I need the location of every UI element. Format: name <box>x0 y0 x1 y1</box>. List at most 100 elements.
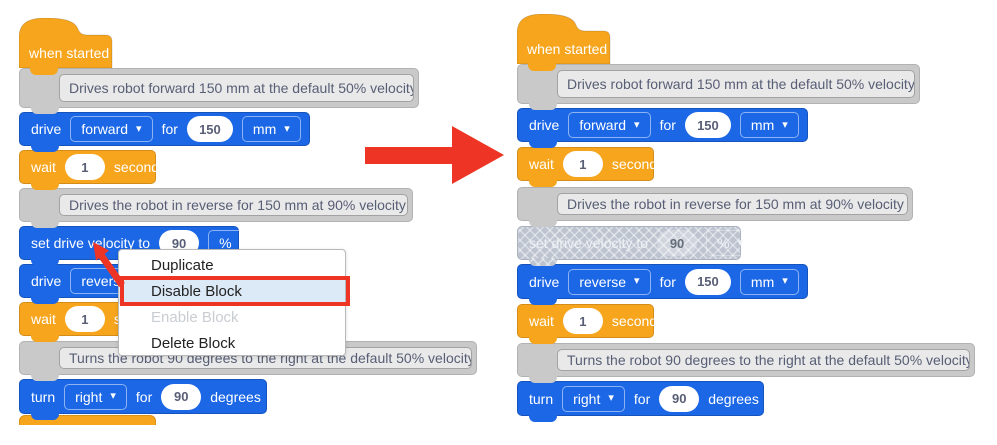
direction-dropdown[interactable]: right ▾ <box>562 385 625 412</box>
comment[interactable]: Drives robot forward 150 mm at the defau… <box>517 64 920 110</box>
when-started-hat-block[interactable]: when started <box>19 18 113 75</box>
direction-dropdown[interactable]: reverse ▾ <box>568 268 651 295</box>
comment[interactable]: Drives robot forward 150 mm at the defau… <box>19 68 419 114</box>
block-label: for <box>135 388 153 405</box>
block-label: drive <box>529 117 560 133</box>
block-label: wait <box>31 159 56 175</box>
direction-dropdown[interactable]: forward ▾ <box>568 112 651 138</box>
turn-block[interactable]: turn right ▾ for 90 degrees ▶ <box>517 381 781 422</box>
wait-block[interactable]: wait 1 seconds <box>19 150 166 190</box>
velocity-input[interactable]: 90 <box>657 230 698 256</box>
block-label: seconds <box>113 159 167 175</box>
direction-dropdown[interactable]: forward ▾ <box>70 116 153 142</box>
block-bump <box>529 179 557 187</box>
seconds-input[interactable]: 1 <box>562 308 603 334</box>
comment[interactable]: Drives the robot in reverse for 150 mm a… <box>19 188 413 228</box>
drive-forward-block[interactable]: drive forward ▾ for 150 mm ▾ ▶ <box>517 108 821 148</box>
set-velocity-block[interactable]: set drive velocity to 90 % ▾ <box>19 226 257 266</box>
block-label: set drive velocity to <box>529 235 649 251</box>
distance-input[interactable]: 150 <box>684 268 731 295</box>
seconds-input[interactable]: 1 <box>562 151 603 177</box>
partial-next-block <box>19 415 156 425</box>
comment-text: Drives the robot in reverse for 150 mm a… <box>557 193 908 215</box>
block-bump <box>529 414 557 422</box>
seconds-input[interactable]: 1 <box>64 154 105 180</box>
hat-label: when started <box>527 41 608 57</box>
dropdown-value: mm <box>750 117 775 133</box>
direction-dropdown[interactable]: right ▾ <box>64 383 127 410</box>
block-label: turn <box>31 388 56 405</box>
caret-down-icon: ▾ <box>634 275 640 287</box>
dropdown-value: forward <box>81 121 129 137</box>
unit-dropdown[interactable]: mm ▾ <box>739 268 799 295</box>
caret-down-icon: ▾ <box>608 392 614 404</box>
comment-text: Drives robot forward 150 mm at the defau… <box>59 74 414 102</box>
block-label: wait <box>529 313 554 329</box>
comment-text: Drives the robot in reverse for 150 mm a… <box>59 194 408 216</box>
dropdown-value: mm <box>750 273 775 290</box>
caret-down-icon: ▾ <box>239 236 246 249</box>
wait-block[interactable]: wait 1 seconds <box>517 304 664 344</box>
angle-input[interactable]: 90 <box>161 383 202 410</box>
menu-item-duplicate[interactable]: Duplicate <box>151 256 214 274</box>
drive-reverse-block[interactable]: drive reverse ▾ for 150 mm ▾ ▶ <box>517 264 821 305</box>
turn-block[interactable]: turn right ▾ for 90 degrees ▶ <box>19 379 283 420</box>
angle-input[interactable]: 90 <box>659 385 700 412</box>
dropdown-value: % <box>219 235 232 251</box>
play-icon[interactable]: ▶ <box>271 388 283 405</box>
block-label: drive <box>31 273 62 289</box>
block-label: set drive velocity to <box>31 235 151 251</box>
caret-down-icon: ▾ <box>634 118 640 131</box>
distance-input[interactable]: 150 <box>684 112 731 138</box>
comment[interactable]: Drives the robot in reverse for 150 mm a… <box>517 187 913 227</box>
block-label: drive <box>529 273 560 290</box>
menu-item-enable-block: Enable Block <box>151 308 239 326</box>
block-label: wait <box>529 156 554 172</box>
block-label: for <box>659 273 676 290</box>
unit-dropdown[interactable]: mm ▾ <box>241 116 301 142</box>
right-panel: when started Drives robot forward 150 mm… <box>498 0 997 445</box>
caret-down-icon: ▾ <box>136 122 142 135</box>
caret-down-icon: ▾ <box>782 275 788 287</box>
block-label: seconds <box>611 156 665 172</box>
menu-item-disable-block[interactable]: Disable Block <box>119 278 345 304</box>
block-label: for <box>161 121 178 137</box>
dropdown-value: right <box>573 390 601 407</box>
dropdown-value: right <box>75 388 103 405</box>
hat-shape <box>19 18 113 68</box>
dropdown-value: forward <box>579 117 627 133</box>
play-icon[interactable]: ▶ <box>809 117 821 133</box>
dropdown-value: mm <box>252 121 277 137</box>
hat-shape <box>517 14 611 64</box>
block-label: degrees <box>210 388 261 405</box>
caret-down-icon: ▾ <box>284 122 290 135</box>
play-icon[interactable]: ▶ <box>311 121 323 137</box>
seconds-input[interactable]: 1 <box>64 306 105 332</box>
when-started-hat-block[interactable]: when started <box>517 14 611 71</box>
menu-item-delete-block[interactable]: Delete Block <box>151 334 236 352</box>
left-panel: when started Drives robot forward 150 mm… <box>19 18 477 425</box>
comment[interactable]: Turns the robot 90 degrees to the right … <box>517 343 975 383</box>
block-label: for <box>633 390 651 407</box>
set-velocity-block-disabled[interactable]: set drive velocity to 90 % ▾ <box>517 226 755 266</box>
block-label: for <box>659 117 676 133</box>
context-menu: Duplicate Disable Block Enable Block Del… <box>118 249 346 356</box>
drive-forward-block[interactable]: drive forward ▾ for 150 mm ▾ ▶ <box>19 112 323 152</box>
block-label: seconds <box>611 313 665 329</box>
block-label: drive <box>31 121 62 137</box>
unit-dropdown[interactable]: % ▾ <box>706 230 755 256</box>
play-icon[interactable]: ▶ <box>769 390 781 407</box>
caret-down-icon: ▾ <box>737 236 744 249</box>
dropdown-value: reverse <box>579 273 627 290</box>
unit-dropdown[interactable]: mm ▾ <box>739 112 799 138</box>
block-label: wait <box>31 311 56 327</box>
comment-text: Drives robot forward 150 mm at the defau… <box>557 70 915 98</box>
block-label: turn <box>529 390 554 407</box>
hat-label: when started <box>29 45 110 61</box>
distance-input[interactable]: 150 <box>186 116 233 142</box>
play-icon[interactable]: ▶ <box>809 273 821 290</box>
wait-block[interactable]: wait 1 seconds <box>517 147 664 187</box>
dropdown-value: % <box>717 235 730 251</box>
block-label: degrees <box>708 390 759 407</box>
